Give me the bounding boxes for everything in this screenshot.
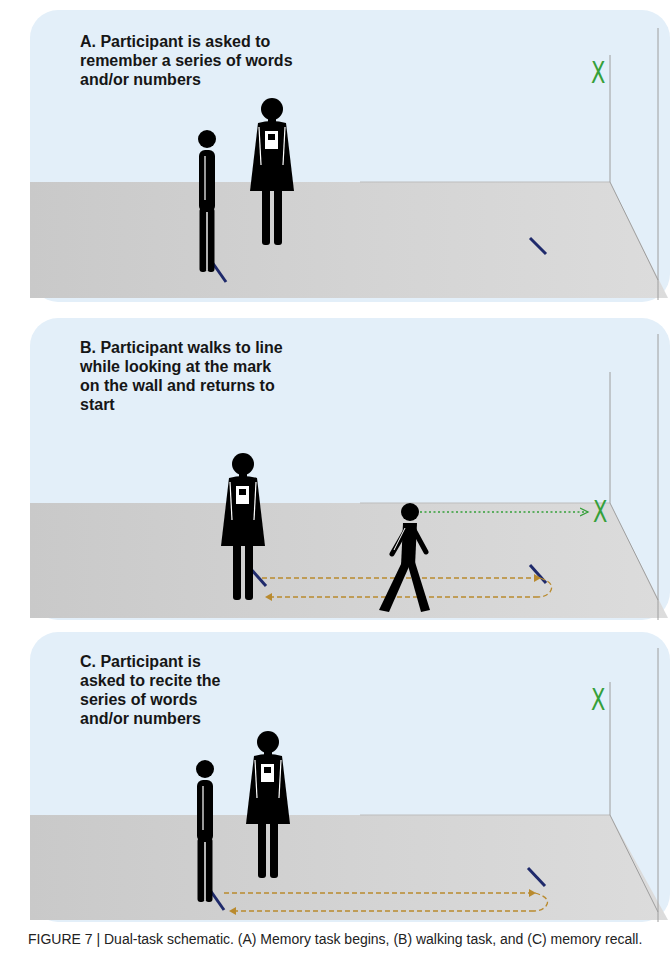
wall-mark: X [591, 685, 605, 715]
panel-heading: B. Participant walks to line while looki… [80, 338, 295, 414]
panel-heading: C. Participant is asked to recite the se… [80, 652, 240, 728]
panel-band: A. Participant is asked to remember a se… [30, 10, 670, 302]
panel-heading: A. Participant is asked to remember a se… [80, 32, 315, 89]
figure-caption: FIGURE 7 | Dual-task schematic. (A) Memo… [28, 930, 653, 948]
wall-mark: X [591, 58, 605, 88]
panel-band: C. Participant is asked to recite the se… [30, 632, 670, 922]
panel-band: B. Participant walks to line while looki… [30, 318, 670, 620]
wall-mark: X [593, 497, 607, 527]
